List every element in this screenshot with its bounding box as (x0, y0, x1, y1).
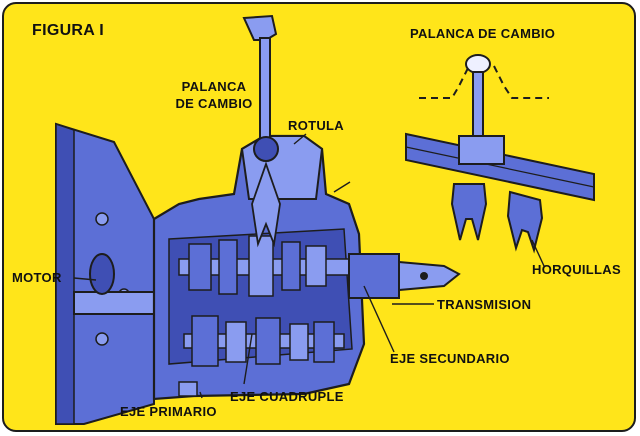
drain-plug (178, 381, 198, 397)
label-eje-secundario: EJE SECUNDARIO (390, 351, 510, 366)
ball-joint (253, 136, 279, 162)
output-housing (348, 253, 400, 299)
label-horquillas: HORQUILLAS (532, 262, 621, 277)
yoke-hole (420, 272, 428, 280)
countershaft-gears (183, 315, 345, 367)
figure-title: FIGURA I (32, 22, 105, 39)
label-palanca-main-line2: DE CAMBIO (175, 96, 253, 111)
transmission-illustration (55, 14, 595, 425)
label-eje-primario: EJE PRIMARIO (120, 404, 217, 419)
output-yoke (398, 260, 461, 292)
shift-lever-knob (242, 14, 278, 41)
leader-lines (73, 133, 545, 399)
clutch-disc (89, 253, 115, 295)
label-palanca-main-line1: PALANCA (181, 79, 247, 94)
inset-fork-right (506, 190, 544, 254)
inset-selector-block (458, 135, 505, 165)
bell-housing-rim (55, 122, 75, 425)
figure-frame: FIGURA I PALANCA DE CAMBIO ROTULA MOTOR … (2, 2, 636, 432)
label-eje-cuadruple: EJE CUADRUPLE (230, 389, 344, 404)
inset-fork-left (450, 183, 488, 241)
inset-gate-dashes (419, 65, 549, 99)
bolt-1 (95, 212, 109, 226)
motor-shaft (73, 291, 165, 315)
mainshaft-gears (178, 235, 350, 297)
shift-fork-main (251, 161, 281, 248)
label-palanca-inset: PALANCA DE CAMBIO (410, 26, 556, 41)
bolt-2 (95, 332, 109, 346)
label-palanca-main: PALANCA DE CAMBIO (164, 78, 264, 112)
label-transmision: TRANSMISION (437, 297, 532, 312)
label-motor: MOTOR (12, 270, 62, 285)
inset-lever (472, 71, 484, 145)
label-rotula: ROTULA (288, 118, 344, 133)
inset-knob (465, 54, 491, 74)
